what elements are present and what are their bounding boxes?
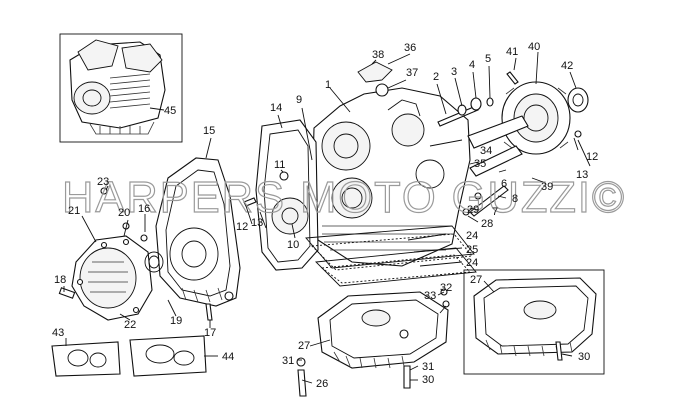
- callout-45: 45: [164, 105, 176, 117]
- callout-13b: 13: [576, 169, 588, 181]
- watermark-text: HARPERS MOTO GUZZI©: [62, 173, 626, 222]
- callout-6: 6: [501, 178, 507, 190]
- sump-gaskets: [305, 225, 477, 287]
- callout-23: 23: [97, 176, 109, 188]
- callout-30a: 30: [422, 374, 434, 386]
- callout-44: 44: [222, 351, 234, 363]
- callout-2: 2: [433, 71, 439, 83]
- callout-42: 42: [561, 60, 573, 72]
- callout-13a: 13: [251, 217, 263, 229]
- callout-14: 14: [270, 102, 282, 114]
- callout-25: 25: [466, 244, 478, 256]
- callout-1: 1: [325, 79, 331, 91]
- callout-21: 21: [68, 205, 80, 217]
- callout-32: 32: [440, 282, 452, 294]
- oil-sump: [317, 291, 449, 369]
- callout-38: 38: [372, 49, 384, 61]
- callout-8: 8: [512, 193, 518, 205]
- callout-39: 39: [541, 181, 553, 193]
- callout-41: 41: [506, 46, 518, 58]
- callout-19: 19: [170, 315, 182, 327]
- callout-40: 40: [528, 41, 540, 53]
- callout-18: 18: [54, 274, 66, 286]
- callout-31a: 31: [282, 355, 294, 367]
- leader-lines: [63, 51, 591, 384]
- callout-31b: 31: [422, 361, 434, 373]
- callout-3: 3: [451, 66, 457, 78]
- callout-35: 35: [474, 158, 486, 170]
- callout-30b: 30: [578, 351, 590, 363]
- fasteners: [58, 187, 563, 397]
- callout-33: 33: [424, 290, 436, 302]
- generator-cover: [71, 235, 164, 321]
- callout-9: 9: [296, 94, 302, 106]
- callout-16: 16: [138, 203, 150, 215]
- callout-12a: 12: [236, 221, 248, 233]
- inset-gasket-kit: [51, 335, 207, 377]
- callout-26: 26: [316, 378, 328, 390]
- small-parts: [357, 61, 582, 217]
- callout-22: 22: [124, 319, 136, 331]
- callout-24a: 24: [466, 230, 478, 242]
- callout-4: 4: [469, 59, 475, 71]
- callout-labels: 1 2 3 4 5 6 7 8 9 10 11 12 12 13 13 14 1…: [52, 41, 598, 390]
- callout-27a: 27: [298, 340, 310, 352]
- main-bearing-housing: [467, 81, 589, 177]
- callout-43: 43: [52, 327, 64, 339]
- callout-17: 17: [204, 327, 216, 339]
- callout-12b: 12: [586, 151, 598, 163]
- callout-28: 28: [481, 218, 493, 230]
- callout-36: 36: [404, 42, 416, 54]
- callout-11: 11: [274, 159, 285, 171]
- callout-7: 7: [492, 206, 498, 218]
- callout-34: 34: [480, 145, 492, 157]
- callout-24b: 24: [466, 257, 478, 269]
- rear-cover-plate: [255, 119, 319, 271]
- callout-29: 29: [467, 204, 479, 216]
- callout-20: 20: [118, 207, 130, 219]
- inset-oil-sump: [463, 269, 605, 375]
- callout-27b: 27: [470, 274, 482, 286]
- callout-5: 5: [485, 53, 491, 65]
- callout-15: 15: [203, 125, 215, 137]
- callout-10: 10: [287, 239, 299, 251]
- crankcase: [311, 87, 471, 267]
- inset-engine-assembly: [59, 33, 183, 143]
- callout-37: 37: [406, 67, 418, 79]
